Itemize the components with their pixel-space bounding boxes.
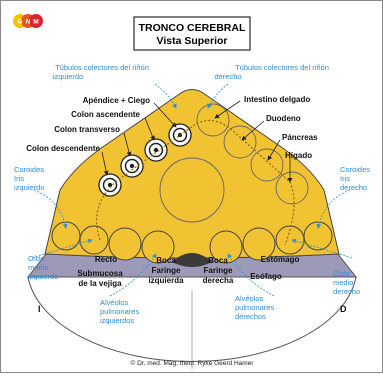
copyright: © Dr. med. Mag. theol. Ryke Geerd Hamer xyxy=(131,359,255,367)
colon-targets xyxy=(98,123,192,197)
arrow-colon-asc xyxy=(144,117,155,141)
arrow-ear-left xyxy=(31,238,93,259)
label-mouth-right-3: derecha xyxy=(203,276,234,285)
logo-circle-m xyxy=(29,14,43,28)
arrow-kidney-left xyxy=(154,83,177,109)
label-alv-left-2: pulmonares xyxy=(100,307,139,316)
label-choroid-right-2: Iris xyxy=(340,174,350,183)
arrow-kidney-right xyxy=(207,83,229,109)
target-colon-desc xyxy=(98,173,122,197)
arrow-intestine xyxy=(214,100,241,119)
arrow-colon-desc xyxy=(101,151,109,176)
arrow-choroid-left xyxy=(33,189,68,229)
label-ear-left-2: medio xyxy=(28,263,48,272)
arrow-choroid-right xyxy=(316,189,351,229)
label-liver: Hígado xyxy=(285,151,312,160)
label-submucosa-1: Submucosa xyxy=(77,269,123,278)
label-stomach: Estómago xyxy=(261,255,300,264)
label-mouth-right-2: Faringe xyxy=(204,266,233,275)
circle-duodenum xyxy=(223,125,257,159)
label-choroid-left-1: Coroides xyxy=(14,165,44,174)
title-line-1: TRONCO CEREBRAL xyxy=(139,22,246,34)
circle-intestine xyxy=(196,103,230,137)
circle-right-3 xyxy=(242,227,276,261)
label-choroid-left-2: Iris xyxy=(14,174,24,183)
label-mouth-left-2: Faringe xyxy=(152,266,181,275)
label-colon-ascending: Colon ascendente xyxy=(71,110,140,119)
label-colon-descending: Colon descendente xyxy=(26,144,100,153)
circle-right-1 xyxy=(303,221,333,251)
target-appendix xyxy=(168,123,192,147)
label-ear-right-2: medio xyxy=(333,278,353,287)
target-colon-asc xyxy=(144,138,168,162)
circle-right-4 xyxy=(209,230,243,264)
label-alv-right-1: Alvéolos xyxy=(235,294,264,303)
black-arrows xyxy=(101,100,293,183)
label-choroid-left-3: izquierdo xyxy=(14,183,44,192)
arrow-alv-left xyxy=(109,253,157,297)
label-alv-left-3: izquierdos xyxy=(100,316,134,325)
label-kidney-left-2: izquierdo xyxy=(53,72,83,81)
arrow-ear-right xyxy=(291,238,353,259)
label-kidney-right-2: derecho xyxy=(214,72,241,81)
label-alv-right-3: derechos xyxy=(235,312,266,321)
circle-pancreas xyxy=(250,148,284,182)
label-alv-left-1: Alvéolos xyxy=(100,298,129,307)
arrow-alv-right xyxy=(227,253,275,297)
upper-right-circles xyxy=(159,103,309,223)
label-esophagus: Esófago xyxy=(250,272,282,281)
label-colon-transverse: Colon transverso xyxy=(54,125,120,134)
label-submucosa-2: de la vejiga xyxy=(78,279,122,288)
logo-letter-m: M xyxy=(33,19,38,26)
label-choroid-right-3: derecho xyxy=(340,183,367,192)
logo-letter-n: N xyxy=(26,19,31,26)
label-pancreas: Páncreas xyxy=(282,133,318,142)
gnm-logo: G N M xyxy=(13,14,43,28)
arrow-duodenum xyxy=(241,120,265,141)
title-box xyxy=(133,16,251,51)
label-duodenum: Duodeno xyxy=(266,114,301,123)
label-rectum: Recto xyxy=(95,255,117,264)
arrow-pancreas xyxy=(267,139,281,161)
circle-central xyxy=(159,157,225,223)
circle-right-2 xyxy=(275,225,305,255)
circle-left-1 xyxy=(51,221,81,251)
circle-left-2 xyxy=(79,225,109,255)
label-intestine: Intestino delgado xyxy=(244,95,310,104)
label-ear-right-3: derecho xyxy=(333,287,360,296)
label-kidney-left-1: Túbulos colectores del riñón xyxy=(55,63,149,72)
central-dark-oval xyxy=(172,253,212,267)
label-mouth-left-1: Boca xyxy=(156,256,176,265)
logo-letter-g: G xyxy=(17,19,22,26)
label-appendix: Apéndice + Ciego xyxy=(83,96,150,105)
target-colon-trans xyxy=(120,154,144,178)
circle-left-4 xyxy=(141,230,175,264)
label-ear-right-1: Oído xyxy=(333,269,349,278)
blue-arrows xyxy=(31,83,353,297)
arrow-colon-trans xyxy=(123,132,132,157)
label-ear-left-3: izquierdo xyxy=(28,272,58,281)
circle-left-3 xyxy=(108,227,142,261)
side-right-label: D xyxy=(340,304,347,314)
title-line-2: Vista Superior xyxy=(157,35,228,47)
lower-circles xyxy=(51,221,333,264)
side-left-label: I xyxy=(38,304,41,314)
circle-liver xyxy=(275,171,309,205)
label-alv-right-2: pulmonares xyxy=(235,303,274,312)
label-ear-left-1: Oído xyxy=(28,254,44,263)
label-mouth-right-1: Boca xyxy=(208,256,228,265)
arrow-appendix xyxy=(153,102,177,128)
label-choroid-right-1: Coroides xyxy=(340,165,370,174)
label-mouth-left-3: izquierda xyxy=(148,276,184,285)
label-kidney-right-1: Túbulos colectores del riñón xyxy=(235,63,329,72)
